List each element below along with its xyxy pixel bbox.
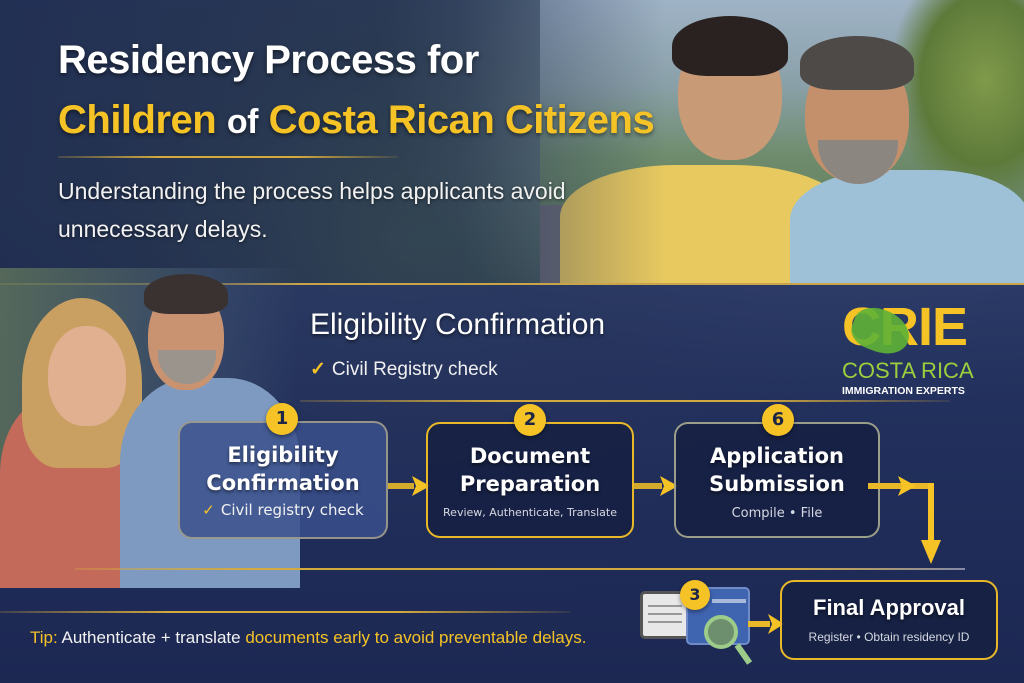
- crie-logo: CRIE COSTA RICA IMMIGRATION EXPERTS: [838, 296, 998, 406]
- step-subtitle: Civil registry check: [220, 501, 364, 519]
- step-subtitle: Review, Authenticate, Translate: [443, 506, 617, 519]
- step-title: Submission: [709, 472, 845, 496]
- steps-bottom-divider: [75, 568, 965, 570]
- checkmark-icon: ✓: [310, 359, 326, 380]
- step-final-approval: Final Approval Register • Obtain residen…: [780, 580, 998, 660]
- arrow-elbow-down-icon: [868, 476, 941, 564]
- tip-divider: [0, 611, 570, 613]
- section-check-item: ✓Civil Registry check: [310, 358, 498, 381]
- step-title: Application: [710, 444, 844, 468]
- step-subtitle: Register • Obtain residency ID: [808, 630, 970, 644]
- logo-tagline: IMMIGRATION EXPERTS: [842, 385, 965, 397]
- step-title: Confirmation: [206, 471, 360, 495]
- subtitle: Understanding the process helps applican…: [58, 178, 566, 242]
- tip-text-white: Authenticate + translate: [57, 628, 246, 647]
- tip-text: Tip: Authenticate + translate documents …: [30, 628, 586, 648]
- checkmark-icon: ✓: [202, 501, 215, 519]
- step-badge-final: 3: [680, 580, 710, 610]
- step-title: Eligibility: [227, 443, 339, 467]
- check-item-label: Civil Registry check: [331, 359, 498, 380]
- arrow-right-icon: [388, 476, 430, 496]
- title-word-of: of: [226, 103, 259, 141]
- steps-top-divider: [300, 400, 950, 402]
- tip-label: Tip:: [30, 628, 58, 647]
- title-word-citizens: Costa Rican Citizens: [268, 98, 655, 142]
- arrow-right-icon: [748, 614, 784, 634]
- logo-country: COSTA RICA: [842, 358, 974, 383]
- tip-text-yellow: documents early to avoid preventable del…: [245, 628, 587, 647]
- step-badge-1: 1: [266, 403, 298, 435]
- step-title: Preparation: [459, 472, 601, 496]
- step-title: Document: [469, 444, 591, 468]
- step-badge-2: 2: [514, 404, 546, 436]
- step-title: Final Approval: [813, 595, 965, 620]
- arrow-right-icon: [634, 476, 678, 496]
- step-subtitle: Compile • File: [731, 506, 823, 521]
- panel-top-divider: [0, 283, 1024, 285]
- hero-overlay: [0, 0, 1024, 285]
- title-word-children: Children: [58, 98, 217, 142]
- title-divider: [58, 156, 398, 158]
- page-title-line2: Children of Costa Rican Citizens: [58, 98, 655, 143]
- step-badge-3: 6: [762, 404, 794, 436]
- section-title: Eligibility Confirmation: [310, 308, 606, 341]
- page-title-line1: Residency Process for: [58, 38, 479, 82]
